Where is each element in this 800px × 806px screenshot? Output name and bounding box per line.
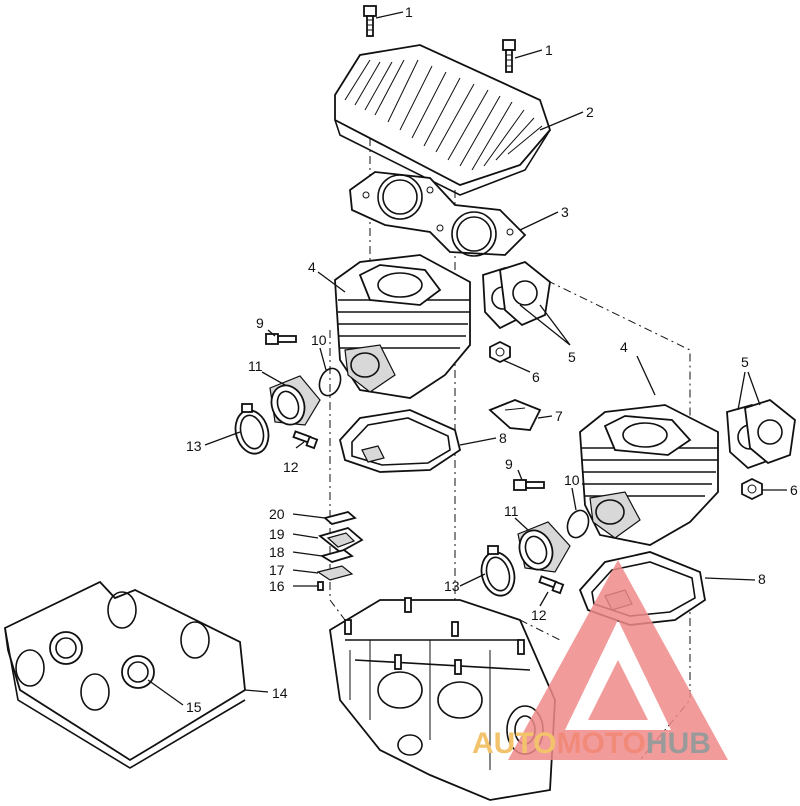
watermark-moto: MOTO bbox=[556, 727, 645, 760]
callout-8-lower: 8 bbox=[758, 571, 766, 587]
callout-6-upper: 6 bbox=[532, 369, 540, 385]
callout-13-upper: 13 bbox=[186, 438, 202, 454]
leader-lines bbox=[147, 11, 787, 706]
callout-1-right: 1 bbox=[545, 42, 553, 58]
reed-plate-17 bbox=[316, 565, 354, 581]
reed-block-19 bbox=[318, 527, 364, 554]
callout-11-lower: 11 bbox=[504, 503, 519, 519]
o-ring-lower bbox=[566, 509, 590, 539]
bracket bbox=[488, 399, 542, 431]
watermark-triangle bbox=[508, 560, 728, 760]
head-bolt-top bbox=[363, 5, 377, 37]
callout-9-lower: 9 bbox=[505, 456, 513, 472]
callout-19: 19 bbox=[269, 526, 285, 542]
callout-4-lower: 4 bbox=[620, 339, 628, 355]
cover-plate bbox=[4, 580, 246, 769]
callout-labels: 1 1 2 3 4 5 6 7 8 9 10 11 13 12 4 5 6 9 … bbox=[186, 4, 798, 715]
crankcase bbox=[329, 597, 556, 801]
base-gasket-upper bbox=[339, 409, 462, 473]
callout-18: 18 bbox=[269, 544, 285, 560]
cylinder-upper bbox=[334, 254, 471, 399]
watermark-text: AUTOMOTOHUB bbox=[472, 727, 711, 760]
screw-12-lower bbox=[538, 575, 565, 595]
callout-12-upper: 12 bbox=[283, 459, 299, 475]
reed-stop-20 bbox=[323, 511, 357, 525]
head-bolt-right bbox=[502, 39, 516, 73]
intake-adaptor-upper bbox=[269, 375, 321, 426]
watermark-logo: AUTOMOTOHUB bbox=[472, 560, 728, 760]
callout-16: 16 bbox=[269, 578, 285, 594]
screw-12-upper bbox=[292, 430, 319, 450]
callout-12-lower: 12 bbox=[531, 607, 547, 623]
exhaust-gasket-lower-2 bbox=[744, 398, 796, 465]
callout-5-upper: 5 bbox=[568, 349, 576, 365]
callout-1-top: 1 bbox=[405, 4, 413, 20]
callout-17: 17 bbox=[269, 562, 285, 578]
callout-15: 15 bbox=[186, 699, 202, 715]
callout-7: 7 bbox=[555, 408, 563, 424]
callout-5-lower: 5 bbox=[741, 354, 749, 370]
intake-adaptor-lower bbox=[517, 521, 571, 573]
callout-2: 2 bbox=[586, 104, 594, 120]
bolt-9-lower bbox=[513, 479, 545, 491]
callout-10-lower: 10 bbox=[564, 472, 580, 488]
callout-10-upper: 10 bbox=[311, 332, 327, 348]
cylinder-head bbox=[334, 44, 552, 196]
callout-9-upper: 9 bbox=[256, 315, 264, 331]
head-gasket bbox=[349, 171, 527, 257]
callout-14: 14 bbox=[272, 685, 288, 701]
nut-upper bbox=[489, 340, 511, 364]
cylinder-lower bbox=[579, 404, 719, 546]
watermark-hub: HUB bbox=[646, 727, 711, 760]
nut-lower bbox=[741, 477, 763, 501]
callout-8-upper: 8 bbox=[499, 430, 507, 446]
bolt-9-upper bbox=[265, 333, 297, 345]
screw-16 bbox=[317, 581, 324, 591]
exhaust-gasket-upper-2 bbox=[499, 260, 551, 327]
clamp-upper bbox=[234, 403, 270, 455]
callout-11-upper: 11 bbox=[248, 358, 263, 374]
reed-petal-18 bbox=[319, 549, 354, 563]
clamp-lower bbox=[480, 545, 516, 597]
watermark-auto: AUTO bbox=[472, 727, 556, 760]
callout-3: 3 bbox=[561, 204, 569, 220]
o-ring-upper bbox=[318, 367, 342, 397]
callout-4-upper: 4 bbox=[308, 259, 316, 275]
callout-13-lower: 13 bbox=[444, 578, 460, 594]
callout-6-lower: 6 bbox=[790, 482, 798, 498]
callout-20: 20 bbox=[269, 506, 285, 522]
